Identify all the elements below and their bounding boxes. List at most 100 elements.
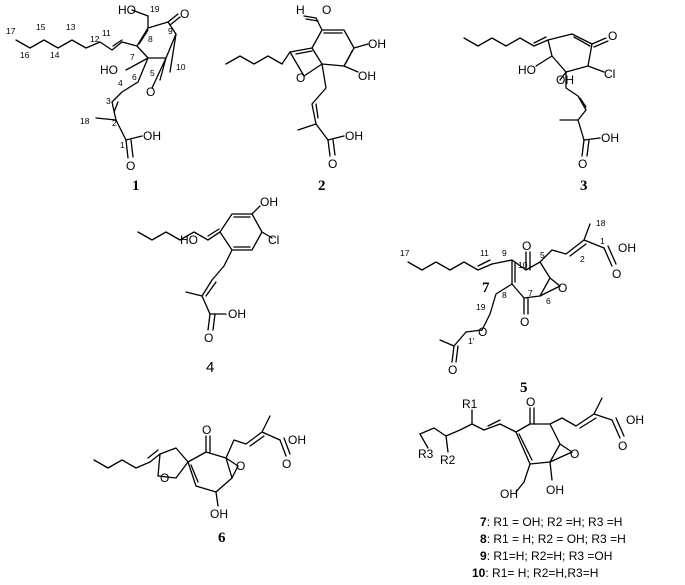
c1-num: 13 — [66, 22, 76, 32]
c7-10-acid-hydroxyl: OH — [626, 413, 644, 427]
c2-hydroxyl-b: OH — [358, 69, 376, 83]
c1-num: 4 — [118, 78, 123, 88]
c3-hydroxyl: HO — [518, 63, 536, 77]
c5-acid-oxygen: O — [612, 267, 621, 281]
c5-num: 2 — [580, 254, 585, 264]
c5-num: 6 — [546, 296, 551, 306]
c6-ketone-oxygen: O — [202, 423, 211, 437]
c5-num: 11 — [480, 248, 489, 258]
c7-10-r2-group: R2 — [440, 453, 456, 467]
c5-num: 18 — [596, 218, 606, 228]
c3-ketone-oxygen: O — [608, 29, 617, 43]
compound-2-structure — [225, 15, 369, 157]
c1-hydroxyl-19: HO — [118, 3, 136, 17]
c2-acid-oxygen: O — [328, 157, 337, 171]
c5-epoxide-oxygen: O — [558, 281, 567, 295]
c5-num: 1' — [468, 336, 475, 346]
compound-3-label: 3 — [580, 178, 588, 194]
compound-4-structure — [137, 205, 273, 331]
compound-5-structure — [407, 223, 617, 363]
legend-text-10: : R1= H; R2=H,R3=H — [485, 566, 598, 580]
c5-ester-oxygen: O — [478, 325, 487, 339]
legend-id-8: 8 — [480, 532, 487, 546]
c1-acid-oxygen: O — [126, 159, 135, 173]
c5-acyl-oxygen: O — [448, 363, 457, 377]
legend-id-10: 10 — [472, 566, 486, 580]
c1-num: 8 — [148, 34, 153, 44]
c5-num: 5 — [540, 250, 545, 260]
compound-1-structure — [15, 9, 181, 159]
c7-10-hydroxyl-a: OH — [500, 487, 518, 501]
c2-aldehyde-oxygen: O — [322, 3, 331, 17]
c5-num: 8 — [502, 290, 507, 300]
c5-num: 9 — [502, 248, 507, 258]
c6-epoxide-oxygen: O — [236, 459, 245, 473]
c1-num: 19 — [150, 4, 160, 14]
compound-4-label: 4 — [206, 359, 214, 376]
c5-ketone-oxygen-10: O — [522, 239, 531, 253]
c5-num: 19 — [476, 302, 486, 312]
c4-phenol-hydroxyl: HO — [180, 233, 198, 247]
c1-num: 17 — [6, 26, 16, 36]
c1-num: 3 — [106, 96, 111, 106]
legend-text-8: : R1 = H; R2 = OH; R3 =H — [487, 532, 626, 546]
c1-ketone-oxygen: O — [180, 7, 189, 21]
c2-acid-hydroxyl: OH — [345, 129, 363, 143]
compound-6-label: 6 — [218, 530, 226, 546]
compound-1-label: 1 — [132, 178, 140, 194]
c5-acid-hydroxyl: OH — [618, 241, 636, 255]
c4-acid-hydroxyl: OH — [228, 307, 246, 321]
c1-num: 15 — [36, 22, 46, 32]
c7-10-ketone-oxygen: O — [526, 395, 535, 409]
c1-num: 7 — [130, 52, 135, 62]
c6-acid-oxygen: O — [282, 457, 291, 471]
c5-num: 7 — [528, 288, 533, 298]
legend-line-9: 9: R1=H; R2=H; R3 =OH — [480, 549, 612, 563]
c3-tertiary-hydroxyl: OH — [556, 73, 574, 87]
c7-10-r1-group: R1 — [462, 397, 478, 411]
c5-ketone-oxygen-7: O — [520, 315, 529, 329]
c1-num: 16 — [20, 50, 30, 60]
legend-text-9: : R1=H; R2=H; R3 =OH — [487, 549, 613, 563]
c1-num: 2 — [112, 118, 117, 128]
c4-hydroxyl-top: OH — [260, 195, 278, 209]
c5-num: 10 — [518, 260, 528, 270]
c2-hydroxyl-a: OH — [368, 37, 386, 51]
compound-2-label: 2 — [318, 178, 326, 194]
compound-3-structure — [463, 33, 609, 157]
compound-6-structure — [93, 415, 291, 507]
c1-num: 5 — [150, 68, 155, 78]
compound-7-10-structure — [419, 397, 625, 493]
c7-10-hydroxyl-b: OH — [546, 483, 564, 497]
compound-5-label: 5 — [520, 380, 528, 396]
c2-aldehyde-h: H — [296, 3, 305, 17]
c3-chlorine: Cl — [604, 67, 615, 81]
c6-acid-hydroxyl: OH — [288, 433, 306, 447]
c1-num: 9 — [168, 26, 173, 36]
c1-num: 10 — [176, 62, 186, 72]
c2-furan-oxygen: O — [296, 71, 305, 85]
c1-num: 6 — [132, 72, 137, 82]
c3-acid-hydroxyl: OH — [601, 131, 619, 145]
legend-line-8: 8: R1 = H; R2 = OH; R3 =H — [480, 532, 626, 546]
legend-text-7: : R1 = OH; R2 =H; R3 =H — [487, 515, 623, 529]
c4-chlorine: Cl — [268, 233, 279, 247]
c1-num: 18 — [80, 116, 90, 126]
c1-hydroxyl-6: HO — [100, 63, 118, 77]
legend-id-9: 9 — [480, 549, 487, 563]
c1-epoxide-oxygen: O — [146, 85, 155, 99]
c7-10-r3-group: R3 — [418, 447, 434, 461]
c1-num: 14 — [50, 50, 60, 60]
c3-acid-oxygen: O — [578, 157, 587, 171]
c1-num: 12 — [90, 34, 100, 44]
c5-num: 1 — [600, 236, 605, 246]
c1-num: 11 — [102, 28, 111, 38]
c5-num: 17 — [400, 248, 410, 258]
c6-hydroxyl: OH — [210, 507, 228, 521]
legend-line-7: 7: R1 = OH; R2 =H; R3 =H — [480, 515, 622, 529]
c7-10-epoxide-oxygen: O — [570, 447, 579, 461]
c7-10-acid-oxygen: O — [618, 439, 627, 453]
c1-acid-hydroxyl: OH — [143, 129, 161, 143]
c5-num: 7 — [482, 280, 490, 296]
